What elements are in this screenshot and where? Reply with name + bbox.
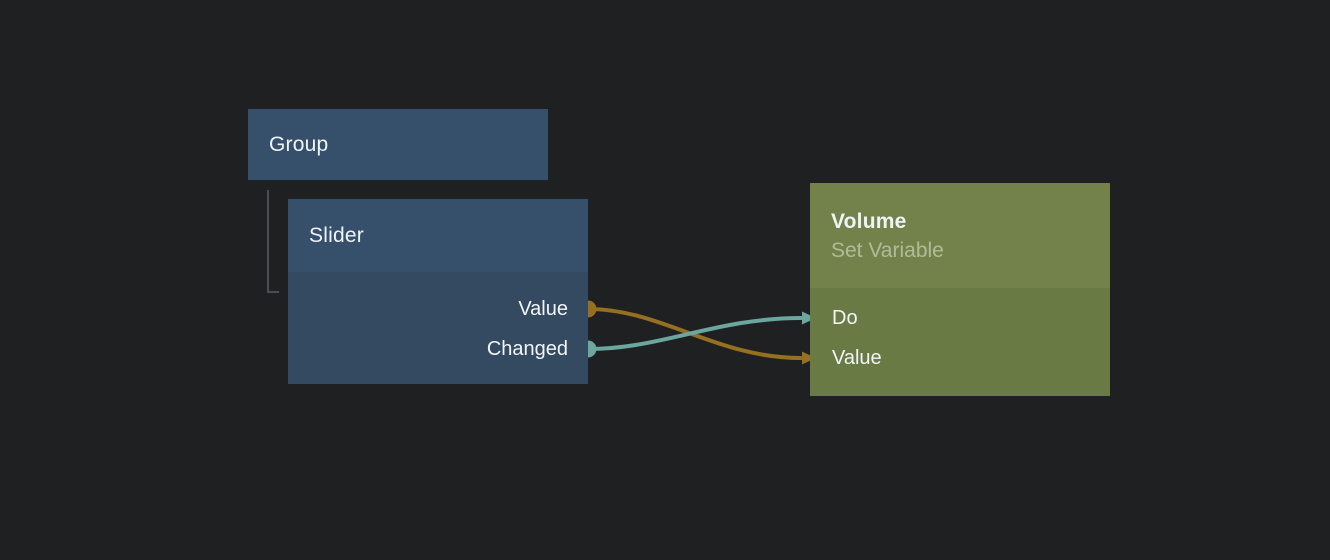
node-volume-body: Do Value	[810, 288, 1110, 396]
node-group[interactable]: Group	[248, 109, 548, 180]
node-volume-subtitle: Set Variable	[831, 238, 944, 262]
node-volume[interactable]: Volume Set Variable Do Value	[810, 183, 1110, 396]
node-volume-title: Volume	[831, 209, 907, 233]
node-group-header[interactable]: Group	[248, 109, 548, 180]
group-slider-hierarchy-line	[267, 190, 279, 293]
wire-slider-changed-to-volume-do[interactable]	[586, 316, 803, 351]
node-slider-title: Slider	[309, 224, 364, 247]
port-label-volume-do: Do	[832, 307, 858, 329]
node-slider-body: Value Changed	[288, 272, 588, 384]
node-slider[interactable]: Slider Value Changed	[288, 199, 588, 384]
port-row-volume-do: Do	[810, 298, 1110, 338]
port-row-volume-value: Value	[810, 338, 1110, 378]
port-row-slider-value: Value	[288, 289, 588, 329]
port-label-volume-value: Value	[832, 347, 882, 369]
wire-slider-value-to-volume-value[interactable]	[586, 307, 803, 360]
node-volume-header[interactable]: Volume Set Variable	[810, 183, 1110, 288]
port-label-slider-value: Value	[518, 298, 568, 320]
node-group-title: Group	[269, 133, 329, 156]
port-row-slider-changed: Changed	[288, 329, 588, 369]
port-label-slider-changed: Changed	[486, 338, 568, 360]
node-slider-header[interactable]: Slider	[288, 199, 588, 272]
